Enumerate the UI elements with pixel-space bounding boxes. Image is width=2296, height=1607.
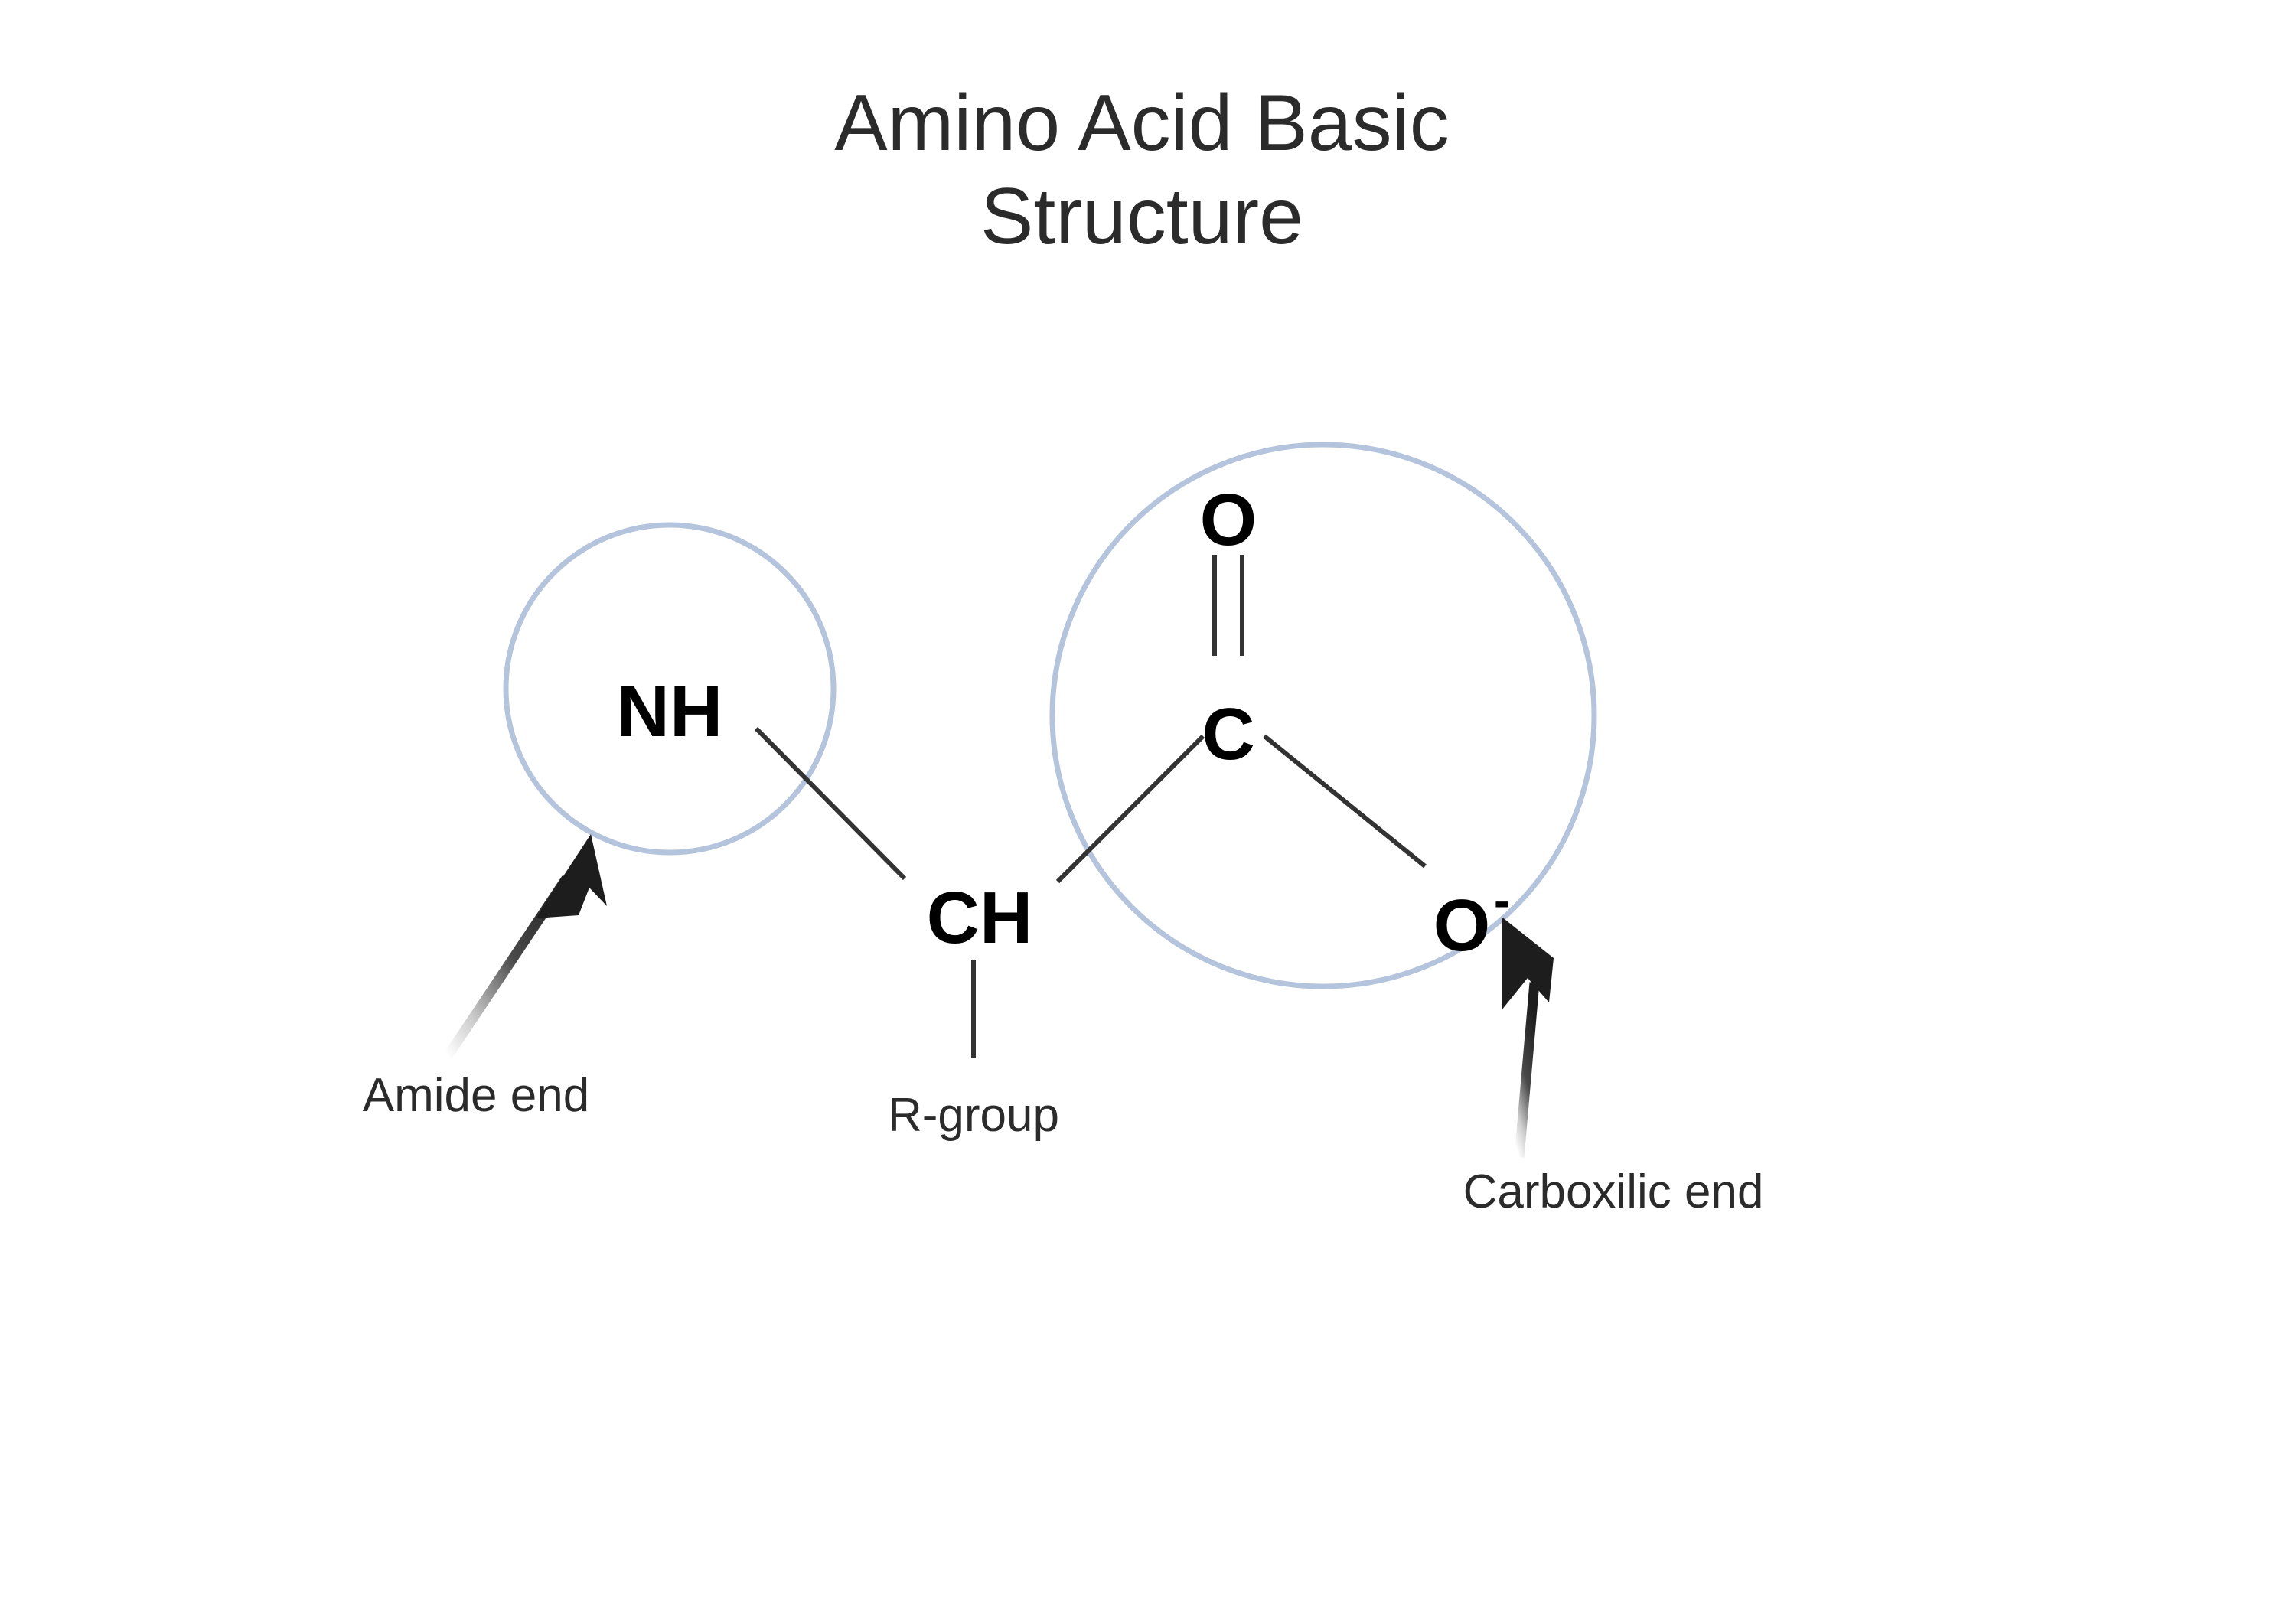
atom-label-oxo-o: O (1200, 479, 1257, 561)
annotation-r-group: R-group (888, 1089, 1059, 1142)
bond-ch-carbonyl (1055, 734, 1205, 884)
page-title-line-2: Structure (980, 172, 1303, 261)
carboxilic-highlight-circle (1049, 442, 1597, 989)
atom-label-nh: NH (617, 670, 723, 752)
atom-label-carbonyl-c: C (1202, 693, 1254, 775)
page-title-line-1: Amino Acid Basic (834, 79, 1449, 168)
amide-highlight-circle (503, 522, 837, 856)
atom-charge-oxyanion-minus: - (1494, 875, 1510, 927)
annotation-carboxilic-end: Carboxilic end (1463, 1165, 1764, 1218)
amide-end-callout-arrow (443, 834, 607, 1059)
carboxilic-end-callout-arrow (1502, 917, 1554, 1158)
annotation-amide-end: Amide end (363, 1069, 589, 1122)
atom-label-ch: CH (927, 877, 1033, 959)
bond-nh-ch (754, 726, 907, 881)
carboxilic-arrow-shaft (1514, 982, 1540, 1158)
carboxilic-arrow-head (1502, 917, 1554, 1010)
amide-arrow-head (536, 834, 607, 918)
bond-carbonyl-oxyanion (1263, 734, 1427, 869)
atom-label-oxyanion-o: O (1433, 885, 1491, 966)
